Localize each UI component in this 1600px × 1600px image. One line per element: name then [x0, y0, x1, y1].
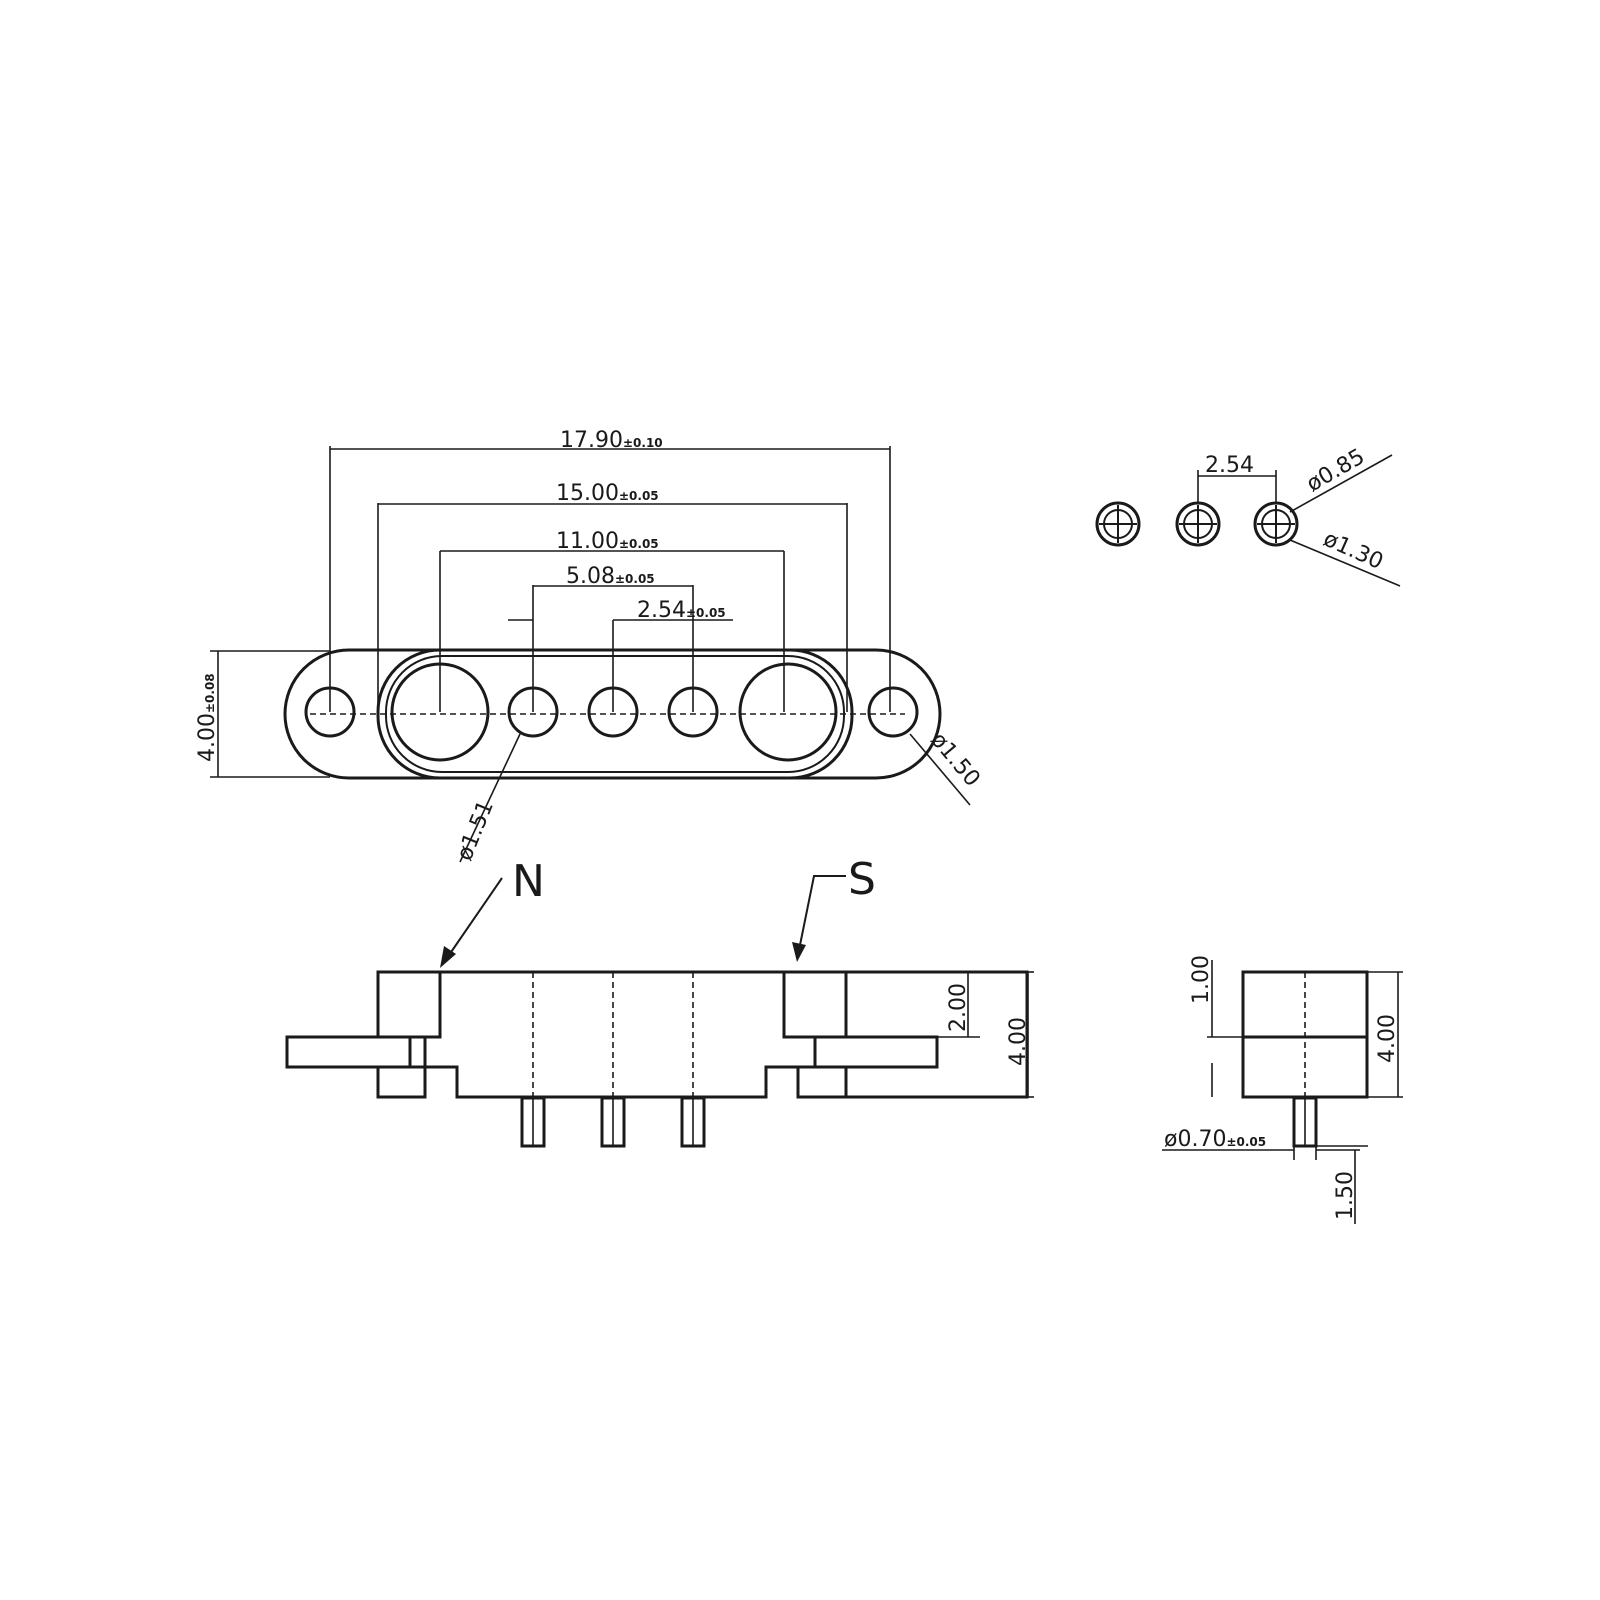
dim-pin-dia: ø0.70±0.05	[1164, 1127, 1266, 1152]
front-body-profile	[376, 970, 1029, 1099]
pad-3	[1253, 501, 1299, 547]
arrow-north	[440, 946, 456, 968]
side-view: 1.00 4.00 ø0.70±0.05 1.50	[1162, 955, 1403, 1224]
magnet-right	[738, 662, 838, 762]
dim-pad-outer-dia: ø1.30	[1320, 527, 1387, 575]
top-view: 17.90±0.10 15.00±0.05 11.00±0.05 5.08±0.…	[195, 428, 985, 864]
front-magnet-right	[782, 970, 848, 1039]
dim-side-top-height: 1.00	[1189, 955, 1214, 1004]
dim-inner-spacing: 11.00±0.05	[556, 529, 659, 554]
dim-mount-hole-dia: ø1.50	[925, 728, 984, 792]
dim-pad-pitch: 2.54	[1205, 453, 1254, 478]
dim-overall-length: 17.90±0.10	[560, 428, 663, 453]
arrow-south	[792, 942, 806, 962]
front-ear-right	[813, 1035, 939, 1069]
front-magnet-left	[376, 970, 442, 1039]
dim-pin-length: 1.50	[1333, 1171, 1358, 1220]
mount-hole-right	[867, 686, 919, 738]
pad-2	[1175, 501, 1221, 547]
pad-detail: 2.54 ø0.85 ø1.30	[1095, 444, 1401, 587]
dim-pad-inner-dia: ø0.85	[1303, 444, 1370, 497]
dim-total-height: 4.00	[1006, 1017, 1031, 1066]
dim-step-height: 2.00	[946, 983, 971, 1032]
front-ear-left	[285, 1035, 412, 1069]
front-view: N S 2.00 4.	[285, 854, 1034, 1148]
dim-side-total-height: 4.00	[1375, 1014, 1400, 1063]
dim-magnet-spacing: 15.00±0.05	[556, 481, 659, 506]
front-ear-left-lower	[376, 1065, 427, 1099]
dim-body-width: 4.00±0.08	[195, 673, 220, 762]
label-north: N	[512, 856, 545, 907]
pad-1	[1095, 501, 1141, 547]
front-ear-right-lower	[796, 1065, 848, 1099]
dim-pin-hole-dia: ø1.51	[452, 797, 499, 864]
label-south: S	[848, 854, 876, 905]
dim-pin-pitch: 2.54±0.05	[637, 598, 726, 623]
dim-pin-span: 5.08±0.05	[566, 564, 655, 589]
